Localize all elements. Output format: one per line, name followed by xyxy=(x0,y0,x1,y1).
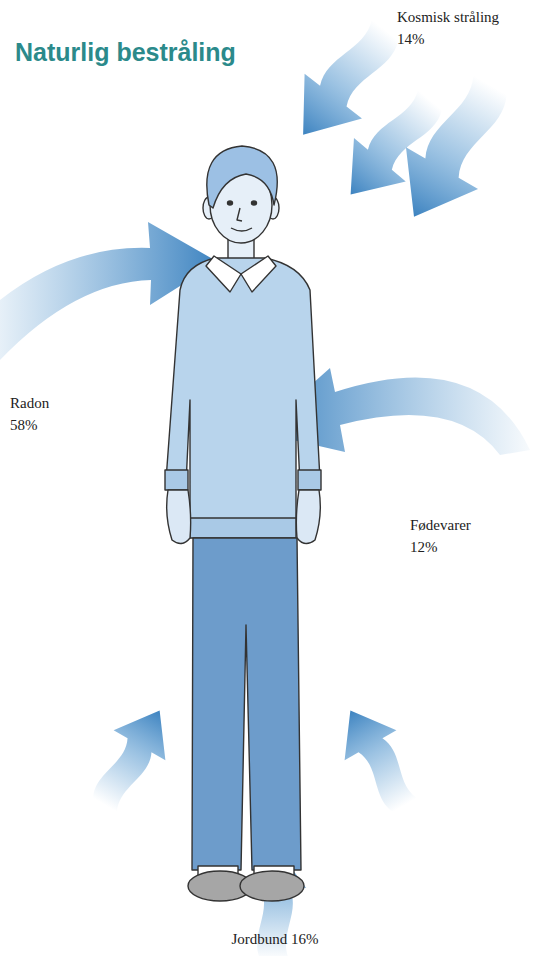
collar xyxy=(206,256,241,292)
source-label: Kosmisk stråling 14% xyxy=(397,6,519,50)
shoe xyxy=(240,871,304,901)
source-label: Radon 58% xyxy=(10,392,62,436)
cuff xyxy=(298,470,321,490)
mouth xyxy=(231,228,252,231)
hand xyxy=(296,490,320,544)
ground-arrow xyxy=(324,695,430,820)
collar xyxy=(241,256,276,292)
hair xyxy=(207,146,277,208)
nose xyxy=(237,208,242,221)
person xyxy=(165,146,321,901)
ground-arrow xyxy=(79,695,185,820)
trousers xyxy=(192,538,301,870)
cuff xyxy=(165,470,188,490)
source-label: Fødevarer 12% xyxy=(410,514,490,558)
sweater-band xyxy=(190,518,296,538)
hand xyxy=(167,490,191,544)
eye xyxy=(228,201,233,205)
source-label: Jordbund 16% xyxy=(175,928,375,950)
eye xyxy=(252,201,257,205)
cosmic-arrow xyxy=(378,64,526,237)
diagram-title: Naturlig bestråling xyxy=(15,38,236,67)
